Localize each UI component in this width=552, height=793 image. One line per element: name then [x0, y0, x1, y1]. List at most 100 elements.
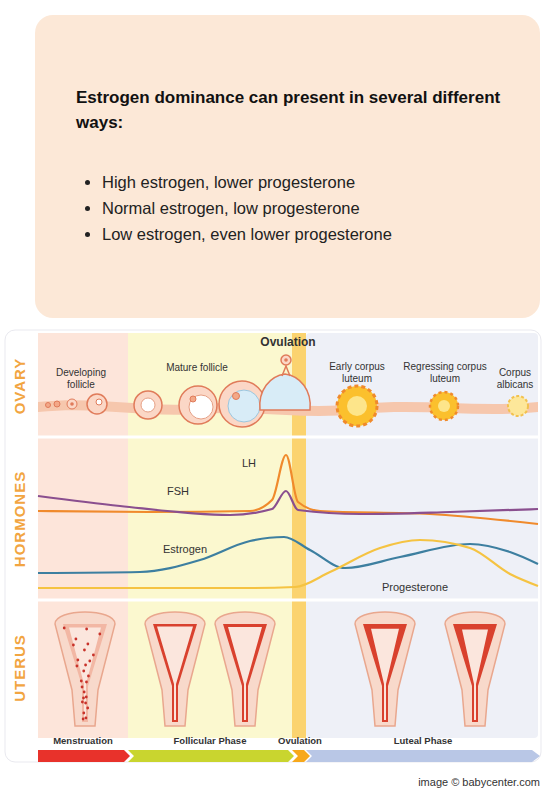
bullet-list: High estrogen, lower progesteroneNormal …: [76, 169, 510, 247]
phase-label: Follicular Phase: [150, 735, 270, 746]
endometrium: [453, 624, 497, 722]
antrum: [228, 390, 260, 422]
early-corpus-luteum: [337, 386, 377, 426]
progesterone-curve: [38, 540, 538, 588]
menstrual-blood: [82, 670, 85, 673]
menstrual-blood: [82, 718, 85, 721]
ovulating-follicle: [260, 374, 310, 410]
menstrual-blood: [85, 696, 88, 699]
uterus-wall: [215, 612, 275, 726]
uterine-cavity: [228, 627, 262, 720]
uterus-row: [55, 612, 505, 726]
ovary-stage-label: Early corpus luteum: [322, 361, 392, 385]
menstrual-blood: [80, 680, 83, 683]
endometrium: [153, 624, 197, 722]
menstrual-blood: [82, 712, 85, 715]
luteal-region: [306, 333, 538, 738]
uterine-cavity: [371, 629, 399, 720]
corpus-luteum-core: [347, 396, 367, 416]
uterus: [355, 612, 415, 726]
ovary-stage-label: Developing follicle: [46, 367, 116, 391]
menstruation-region: [38, 333, 128, 738]
menstrual-blood: [81, 686, 84, 689]
rupture: [282, 366, 290, 376]
menstrual-blood: [84, 664, 87, 667]
ovary-stage-label: Regressing corpus luteum: [402, 361, 488, 385]
endometrium: [63, 624, 107, 722]
endometrium: [363, 624, 407, 722]
follicle: [54, 401, 60, 407]
menstrual-blood: [86, 643, 89, 646]
menstrual-blood: [75, 638, 78, 641]
row-divider: [38, 599, 538, 602]
egg-nucleus: [284, 358, 288, 362]
phase-name: Follicular Phase: [150, 735, 270, 746]
menstrual-blood: [83, 691, 86, 694]
menstrual-blood: [98, 633, 101, 636]
phase-label: Luteal Phase: [370, 735, 476, 746]
menstrual-blood: [81, 701, 84, 704]
fsh-curve: [38, 491, 538, 515]
hormone-label: Progesterone: [370, 581, 460, 593]
released-egg: [281, 355, 291, 365]
hormone-curves: [38, 455, 538, 588]
uterus-wall: [55, 612, 115, 726]
corpus-luteum-core: [438, 400, 450, 412]
endometrium: [223, 624, 267, 722]
row-title: HORMONES: [14, 471, 26, 567]
regressing-corpus-luteum: [430, 392, 458, 420]
uterus-wall: [445, 612, 505, 726]
menstrual-blood: [83, 649, 86, 652]
bullet-item: Normal estrogen, low progesterone: [102, 195, 510, 221]
uterus: [145, 612, 205, 726]
phase-name: Menstruation: [40, 735, 126, 746]
ovulation-arrow: [292, 750, 310, 762]
menstrual-blood: [63, 627, 66, 630]
follicle: [87, 394, 107, 414]
phase-bar: [38, 750, 540, 762]
menstrual-blood: [85, 681, 88, 684]
follicular-arrow: [128, 750, 294, 762]
bullet-item: Low estrogen, even lower progesterone: [102, 221, 510, 247]
follicle: [67, 399, 77, 409]
hormone-label: LH: [236, 457, 262, 469]
uterus: [215, 612, 275, 726]
hormone-label: FSH: [158, 485, 198, 497]
antrum: [141, 398, 155, 412]
phase-label: Ovulation: [272, 735, 328, 746]
hormone-label: Estrogen: [150, 543, 220, 555]
follicle: [134, 391, 162, 419]
oocyte: [190, 396, 196, 402]
menstrual-blood: [72, 644, 75, 647]
image-credit: image © babycenter.com: [418, 776, 540, 788]
info-card: Estrogen dominance can present in severa…: [35, 15, 540, 318]
menstrual-blood: [85, 717, 88, 720]
uterine-cavity: [157, 626, 193, 720]
oocyte: [233, 393, 240, 400]
uterus: [445, 612, 505, 726]
uterine-cavity: [69, 628, 101, 720]
ovary-row: [38, 355, 538, 427]
phase-label: Menstruation: [40, 735, 126, 746]
row-divider: [38, 436, 538, 439]
menstrual-blood: [76, 665, 79, 668]
menstrual-blood: [86, 707, 89, 710]
uterine-cavity: [462, 629, 488, 720]
diagram-panel: [5, 330, 541, 762]
mature-follicle: [179, 386, 217, 424]
oocyte: [70, 402, 74, 406]
follicle: [46, 403, 51, 408]
phase-name: Ovulation: [272, 735, 328, 746]
lh-curve: [38, 455, 538, 524]
uterus-wall: [145, 612, 205, 726]
antrum: [189, 395, 213, 419]
menstrual-blood: [87, 675, 90, 678]
menstrual-blood: [85, 628, 88, 631]
ovary-stage-label: Corpus albicans: [490, 367, 540, 391]
row-title: OVARY: [14, 358, 26, 415]
menstrual-blood: [82, 697, 85, 700]
estrogen-curve: [38, 537, 538, 573]
luteal-arrow: [306, 750, 540, 762]
uterus-wall: [355, 612, 415, 726]
menstrual-blood: [84, 702, 87, 705]
